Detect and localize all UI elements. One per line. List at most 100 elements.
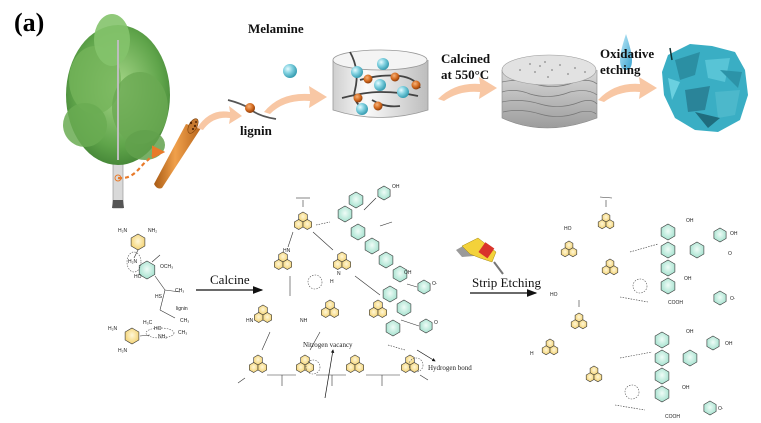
atom-label: H₃C xyxy=(143,320,153,326)
layered-carbon-nitride xyxy=(501,54,598,129)
hydrogen-bond xyxy=(619,351,653,359)
phenoxy-ring xyxy=(703,400,717,416)
process-arrow-1 xyxy=(197,106,242,130)
triazine-ring xyxy=(282,259,293,270)
aromatic-ring xyxy=(337,205,353,223)
bond xyxy=(151,254,161,263)
atom-label: HN xyxy=(283,248,291,254)
atom-label: COOH xyxy=(665,414,680,420)
bond xyxy=(363,197,377,211)
nitrogen-vacancy-pointer xyxy=(324,349,335,399)
aromatic-ring xyxy=(396,299,412,317)
melamine-sphere xyxy=(283,64,297,78)
phenol-ring xyxy=(377,185,391,201)
bond xyxy=(312,231,334,251)
triazine-ring xyxy=(377,307,388,318)
bond xyxy=(139,334,151,337)
triazine-ring xyxy=(273,259,284,270)
aromatic-ring xyxy=(660,223,676,241)
atom-label: HO xyxy=(550,292,558,298)
aromatic-ring xyxy=(682,349,698,367)
triazine-ring xyxy=(257,362,268,373)
phenoxy-ring xyxy=(417,279,431,295)
atom-label: N xyxy=(337,271,341,277)
oxidative-label-line1: Oxidative xyxy=(600,46,655,61)
atom-label: OH xyxy=(682,385,690,391)
aromatic-ring xyxy=(689,241,705,259)
atom-label: H₂N xyxy=(118,348,128,354)
aromatic-ring xyxy=(660,241,676,259)
oxidative-label-line2: etching xyxy=(600,62,641,77)
triazine-ring xyxy=(568,247,578,258)
triazine-ring xyxy=(368,307,379,318)
atom-label: OCH₃ xyxy=(160,264,173,270)
triazine-ring xyxy=(549,345,559,356)
hydrogen-bond xyxy=(387,344,406,351)
atom-label: O· xyxy=(432,281,438,287)
wood-fiber-illustration xyxy=(154,118,201,189)
calcine-label: Calcine xyxy=(210,272,250,287)
atom-label: COOH xyxy=(668,300,683,306)
mixture-container xyxy=(332,49,429,118)
atom-label: OH xyxy=(725,341,733,347)
lignin-strand xyxy=(227,99,277,120)
nitrogen-vacancy-circle xyxy=(305,359,321,375)
triazine-ring xyxy=(332,259,343,270)
atom-label: OH xyxy=(684,276,692,282)
atom-label: O· xyxy=(730,296,736,302)
bond xyxy=(287,231,294,248)
triazine-ring xyxy=(320,307,331,318)
lignin-label: lignin xyxy=(240,123,272,138)
triazine-ring xyxy=(293,219,304,230)
nitrogen-vacancy-circle xyxy=(624,384,640,400)
atom-label: HO xyxy=(154,326,162,332)
aromatic-ring xyxy=(382,285,398,303)
melamine-ring xyxy=(124,327,140,345)
calcined-label-line1: Calcined xyxy=(441,51,491,66)
atom-label: HO xyxy=(134,274,142,280)
atom-label: NH₂ xyxy=(148,228,157,234)
atom-label: H₂N xyxy=(108,326,118,332)
oxidant-drop-icon xyxy=(620,34,632,70)
atom-label: CH₃ xyxy=(175,288,184,294)
aromatic-ring xyxy=(660,259,676,277)
hbond-ellipse xyxy=(145,327,175,339)
atom-label: HN xyxy=(246,318,254,324)
atom-label: CH₃ xyxy=(180,318,189,324)
process-arrow-4 xyxy=(598,77,657,102)
atom-label: H₂N xyxy=(118,228,128,234)
bond xyxy=(400,319,420,327)
bond xyxy=(354,275,381,296)
nitrogen-vacancy-circle xyxy=(307,274,323,290)
aromatic-ring xyxy=(654,331,670,349)
bond xyxy=(406,283,418,288)
atom-label: OH xyxy=(686,218,694,224)
atom-label: HS xyxy=(155,294,163,300)
aromatic-ring xyxy=(378,251,394,269)
bond xyxy=(154,275,166,291)
nitrogen-vacancy-circle xyxy=(408,357,424,373)
triazine-ring xyxy=(354,362,365,373)
aromatic-ring xyxy=(348,191,364,209)
bond xyxy=(159,309,176,319)
atom-label: OH xyxy=(686,329,694,335)
atom-label: lignin xyxy=(176,306,188,312)
atom-label: OH xyxy=(392,184,400,190)
atom-label: OH xyxy=(730,231,738,237)
melamine-ring xyxy=(130,233,146,251)
bond xyxy=(309,331,321,351)
triazine-ring xyxy=(593,372,603,383)
triazine-ring xyxy=(560,247,570,258)
aromatic-ring xyxy=(350,223,366,241)
atom-label: CH₃ xyxy=(178,330,187,336)
triazine-ring xyxy=(249,362,259,373)
atom-label: NH₂ xyxy=(158,334,167,340)
triazine-ring xyxy=(341,259,352,270)
bond xyxy=(599,196,613,199)
hbond-ellipse xyxy=(126,251,142,273)
nitrogen-vacancy-circle xyxy=(632,278,648,294)
